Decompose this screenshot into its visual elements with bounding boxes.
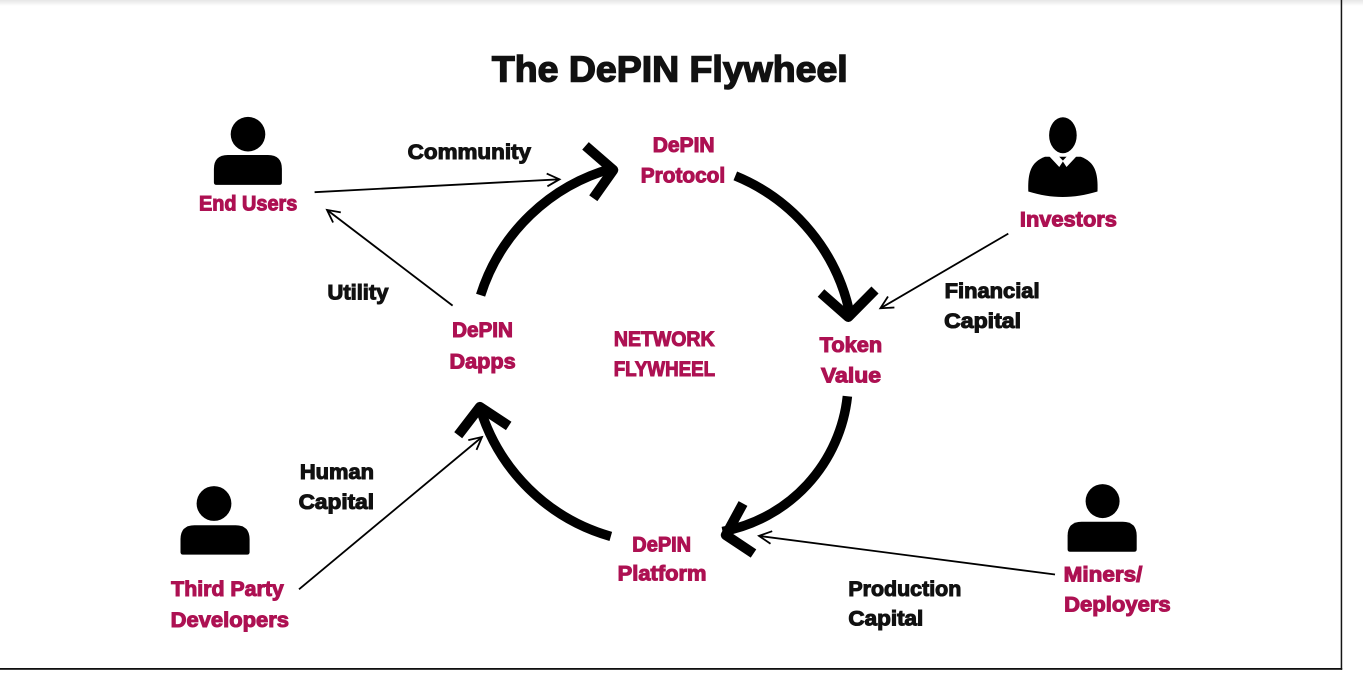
svg-text:Protocol: Protocol xyxy=(641,165,725,188)
svg-text:NETWORK: NETWORK xyxy=(614,328,715,351)
svg-text:Financial: Financial xyxy=(945,280,1040,303)
svg-text:Utility: Utility xyxy=(328,281,389,304)
svg-text:DePIN: DePIN xyxy=(653,134,715,157)
svg-text:Community: Community xyxy=(408,141,532,164)
svg-text:Capital: Capital xyxy=(848,608,923,631)
svg-text:End Users: End Users xyxy=(199,193,297,216)
svg-text:Platform: Platform xyxy=(618,563,707,586)
svg-text:The DePIN Flywheel: The DePIN Flywheel xyxy=(492,48,848,89)
svg-text:Value: Value xyxy=(821,364,881,387)
svg-text:Token: Token xyxy=(820,334,883,357)
svg-text:Capital: Capital xyxy=(299,491,374,514)
svg-text:Production: Production xyxy=(848,578,961,601)
svg-text:Human: Human xyxy=(300,461,374,484)
svg-text:DePIN: DePIN xyxy=(452,319,513,342)
svg-text:DePIN: DePIN xyxy=(632,533,691,556)
svg-text:Capital: Capital xyxy=(944,310,1021,333)
svg-text:FLYWHEEL: FLYWHEEL xyxy=(614,358,716,381)
svg-text:Developers: Developers xyxy=(171,609,289,632)
svg-text:Investors: Investors xyxy=(1020,208,1117,231)
svg-text:Dapps: Dapps xyxy=(450,351,516,374)
svg-text:Miners/: Miners/ xyxy=(1064,564,1143,587)
svg-text:Third Party: Third Party xyxy=(171,578,284,601)
svg-text:Deployers: Deployers xyxy=(1064,593,1171,616)
